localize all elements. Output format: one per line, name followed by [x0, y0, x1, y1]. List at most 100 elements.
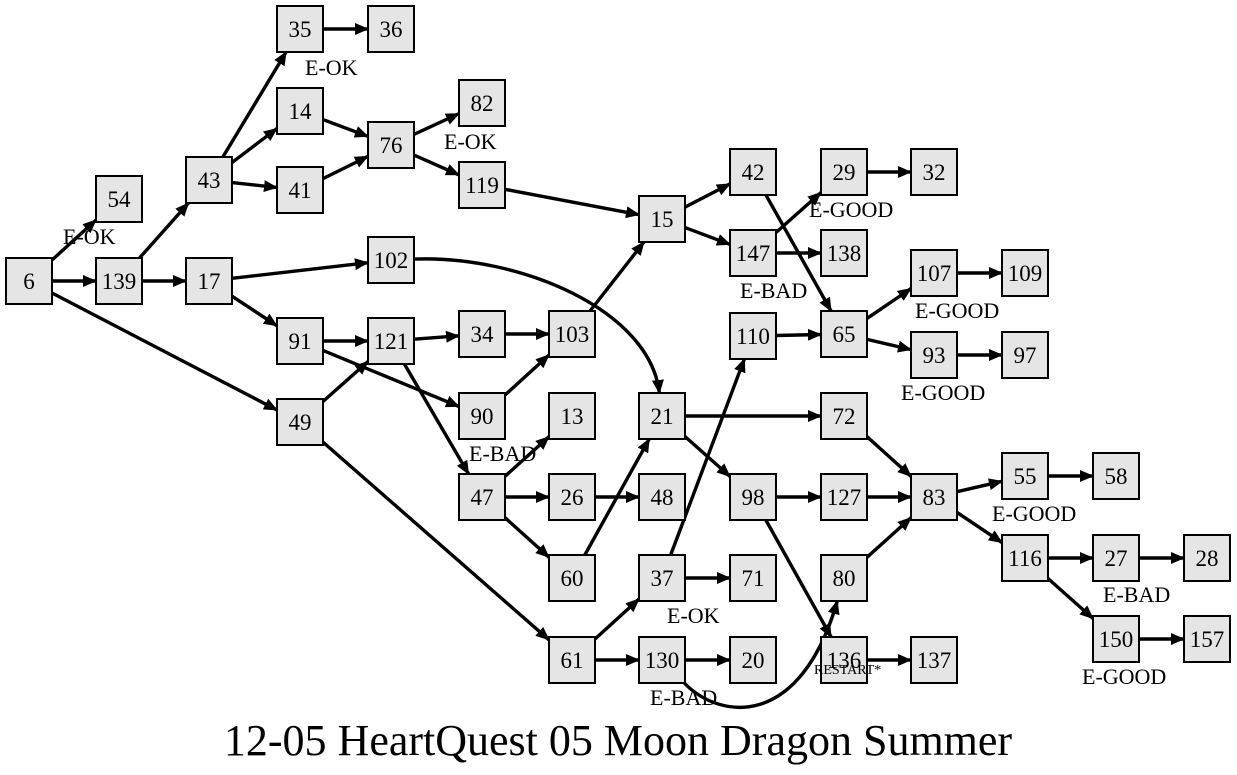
node-label: 41: [289, 178, 312, 203]
node-42[interactable]: 42: [729, 148, 777, 196]
edge-label-147: E-BAD: [740, 278, 807, 303]
edge-90-to-103: [503, 353, 551, 397]
edge-label-93: E-GOOD: [901, 380, 985, 405]
node-box: [548, 473, 596, 521]
node-93[interactable]: 93: [910, 331, 958, 379]
edge-61-to-37: [593, 597, 641, 641]
edge-label-54: E-OK: [63, 224, 116, 249]
node-103[interactable]: 103: [548, 310, 596, 358]
node-label: 91: [289, 329, 312, 354]
node-13[interactable]: 13: [548, 392, 596, 440]
node-65[interactable]: 65: [820, 310, 868, 358]
node-127[interactable]: 127: [820, 473, 868, 521]
node-layer: 6 54 139 43 17 35 36 14 41 76 82 119 102 91 121 49 34 90 1…: [5, 5, 1231, 684]
node-55[interactable]: 55: [1001, 452, 1049, 500]
node-71[interactable]: 71: [729, 554, 777, 602]
node-box: [458, 79, 506, 127]
node-box: [638, 473, 686, 521]
node-label: 150: [1099, 627, 1134, 652]
node-37[interactable]: 37: [638, 554, 686, 602]
node-76[interactable]: 76: [367, 121, 415, 169]
edge-label-130: E-BAD: [650, 685, 717, 710]
edge-121-to-34: [413, 330, 460, 343]
node-121[interactable]: 121: [367, 317, 415, 365]
edge-102-to-21: [413, 257, 664, 394]
node-label: 130: [645, 648, 680, 673]
edge-98-to-136: [764, 519, 833, 638]
node-82[interactable]: 82: [458, 79, 506, 127]
node-box: [367, 5, 415, 53]
node-116[interactable]: 116: [1001, 534, 1049, 582]
node-98[interactable]: 98: [729, 473, 777, 521]
node-box: [820, 229, 868, 277]
node-97[interactable]: 97: [1001, 331, 1049, 379]
edge-72-to-83: [865, 435, 913, 478]
node-110[interactable]: 110: [729, 312, 777, 360]
node-34[interactable]: 34: [458, 310, 506, 358]
edge-label-27: E-BAD: [1103, 582, 1170, 607]
node-6[interactable]: 6: [5, 257, 53, 305]
node-15[interactable]: 15: [638, 195, 686, 243]
node-150[interactable]: 150: [1092, 615, 1140, 663]
node-14[interactable]: 14: [276, 87, 324, 135]
node-58[interactable]: 58: [1092, 452, 1140, 500]
node-32[interactable]: 32: [910, 148, 958, 196]
node-box: [458, 310, 506, 358]
node-48[interactable]: 48: [638, 473, 686, 521]
node-35[interactable]: 35: [276, 5, 324, 53]
edge-91-to-90: [322, 348, 460, 409]
node-box: [910, 636, 958, 684]
node-label: 98: [742, 485, 765, 510]
node-102[interactable]: 102: [367, 236, 415, 284]
node-47[interactable]: 47: [458, 473, 506, 521]
node-43[interactable]: 43: [185, 156, 233, 204]
node-27[interactable]: 27: [1092, 534, 1140, 582]
node-label: 137: [917, 648, 952, 673]
node-139[interactable]: 139: [95, 257, 143, 305]
node-138[interactable]: 138: [820, 229, 868, 277]
node-26[interactable]: 26: [548, 473, 596, 521]
node-28[interactable]: 28: [1183, 534, 1231, 582]
node-box: [910, 331, 958, 379]
node-60[interactable]: 60: [548, 554, 596, 602]
edge-43-to-35: [221, 51, 288, 158]
node-72[interactable]: 72: [820, 392, 868, 440]
node-54[interactable]: 54: [95, 175, 143, 223]
node-label: 27: [1105, 546, 1128, 571]
node-147[interactable]: 147: [729, 229, 777, 277]
node-17[interactable]: 17: [185, 257, 233, 305]
node-157[interactable]: 157: [1183, 615, 1231, 663]
edge-80-to-83: [865, 516, 913, 559]
node-36[interactable]: 36: [367, 5, 415, 53]
node-90[interactable]: 90: [458, 392, 506, 440]
node-137[interactable]: 137: [910, 636, 958, 684]
node-107[interactable]: 107: [910, 249, 958, 297]
node-91[interactable]: 91: [276, 317, 324, 365]
edge-139-to-43: [138, 201, 190, 260]
node-box: [820, 554, 868, 602]
node-83[interactable]: 83: [910, 473, 958, 521]
node-box: [820, 636, 868, 684]
node-box: [276, 317, 324, 365]
node-130[interactable]: 130: [638, 636, 686, 684]
node-20[interactable]: 20: [729, 636, 777, 684]
edge-76-to-82: [413, 112, 460, 136]
node-61[interactable]: 61: [548, 636, 596, 684]
node-49[interactable]: 49: [276, 398, 324, 446]
node-label: 32: [923, 160, 946, 185]
node-119[interactable]: 119: [458, 161, 506, 209]
node-21[interactable]: 21: [638, 392, 686, 440]
edge-label-35: E-OK: [305, 55, 358, 80]
edge-60-to-21: [583, 438, 651, 556]
node-80[interactable]: 80: [820, 554, 868, 602]
node-109[interactable]: 109: [1001, 249, 1049, 297]
node-29[interactable]: 29: [820, 148, 868, 196]
node-box: [820, 310, 868, 358]
node-41[interactable]: 41: [276, 166, 324, 214]
node-136[interactable]: 136: [820, 636, 868, 684]
node-label: 26: [561, 485, 584, 510]
node-box: [367, 236, 415, 284]
node-box: [1092, 452, 1140, 500]
node-box: [185, 257, 233, 305]
node-box: [548, 636, 596, 684]
